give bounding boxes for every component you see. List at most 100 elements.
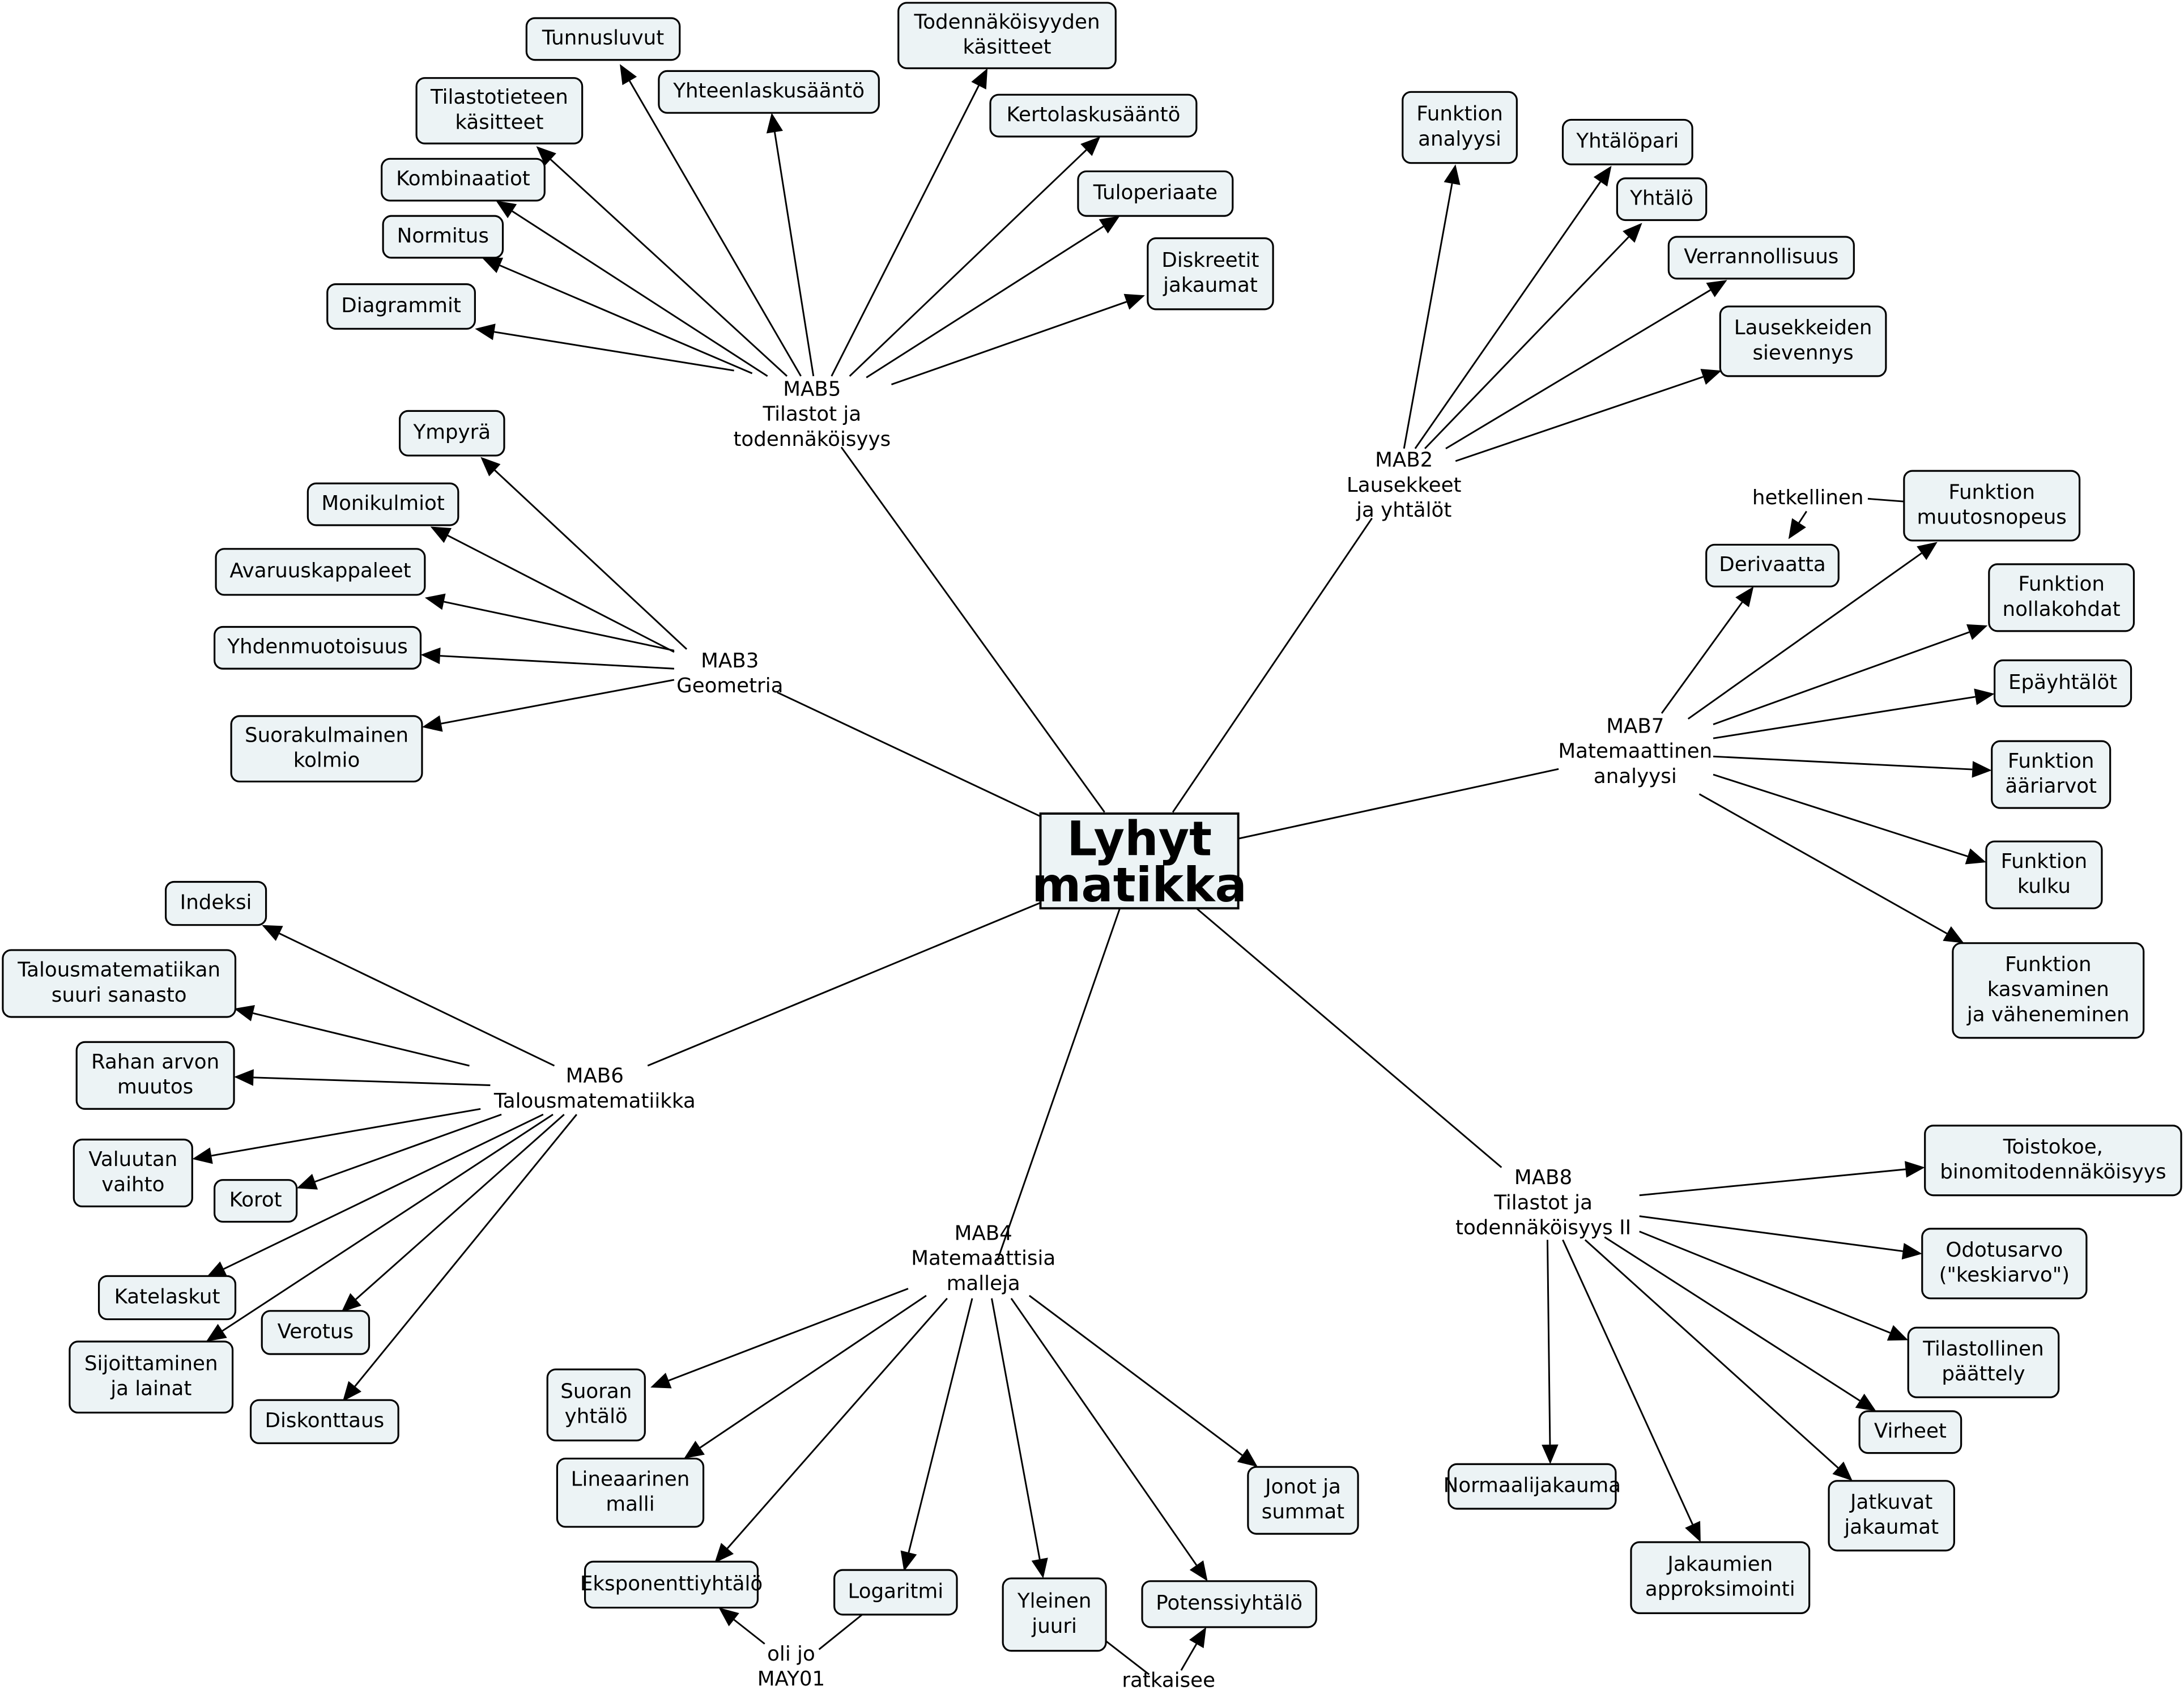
concept-node-label: Suorakulmainen: [245, 723, 408, 747]
concept-node-label: Potenssiyhtälö: [1156, 1591, 1302, 1615]
concept-node-tunnusluvut[interactable]: Tunnusluvut: [525, 17, 681, 61]
edge-mab8-odotusarvo: [1639, 1215, 1922, 1260]
connector-mab7-root: [1238, 768, 1559, 840]
concept-node-normitus[interactable]: Normitus: [382, 215, 504, 259]
concept-node-derivaatta[interactable]: Derivaatta: [1705, 543, 1840, 588]
concept-node-eksponenttiyhtalo[interactable]: Eksponenttiyhtälö: [580, 1560, 763, 1609]
concept-node-epayhtalot[interactable]: Epäyhtälöt: [1994, 659, 2132, 708]
concept-node-label: Monikulmiot: [321, 492, 444, 515]
edge-mab7-funktion-nollakohdat-line: [1713, 631, 1970, 726]
arrowhead-icon: [1972, 761, 1992, 778]
concept-node-box: [989, 93, 1198, 138]
arrowhead-icon: [1031, 1557, 1048, 1578]
concept-node-potenssiyhtalo[interactable]: Potenssiyhtälö: [1141, 1580, 1317, 1628]
concept-node-yhdenmuotoisuus[interactable]: Yhdenmuotoisuus: [214, 625, 422, 670]
concept-node-label: Jakaumien: [1666, 1552, 1773, 1576]
edge-mab5-tunnusluvut: [620, 64, 802, 377]
connector-mab4-root: [996, 908, 1121, 1261]
edge-mab6-talousmatematiikan-sanasto-line: [253, 1012, 470, 1067]
concept-node-avaruuskappaleet[interactable]: Avaruuskappaleet: [215, 548, 426, 596]
concept-node-odotusarvo[interactable]: Odotusarvo("keskiarvo"): [1921, 1228, 2088, 1300]
concept-node-logaritmi[interactable]: Logaritmi: [833, 1569, 958, 1616]
concept-node-label: Yhtälöpari: [1576, 130, 1679, 153]
concept-node-yhtalo[interactable]: Yhtälö: [1616, 177, 1708, 222]
connector-mab2-root: [1172, 517, 1373, 813]
concept-node-diagrammit[interactable]: Diagrammit: [326, 283, 476, 330]
hub-label: MAB2: [1375, 449, 1433, 472]
concept-node-toistokoe[interactable]: Toistokoe,binomitodennäköisyys: [1924, 1125, 2182, 1197]
concept-node-ympyra[interactable]: Ympyrä: [399, 410, 505, 457]
link-oli-jo-from: [818, 1614, 863, 1650]
concept-node-label: Valuutan: [88, 1148, 177, 1171]
edge-mab4-potenssiyhtalo-line: [1010, 1297, 1198, 1566]
concept-node-label: Yhteenlaskusääntö: [672, 79, 865, 103]
concept-node-katelaskut[interactable]: Katelaskut: [97, 1275, 237, 1321]
concept-node-label: Epäyhtälöt: [2008, 671, 2117, 694]
concept-node-box: [1141, 1580, 1317, 1628]
concept-node-indeksi[interactable]: Indeksi: [164, 880, 267, 926]
edge-mab4-lineaarinen-malli-line: [699, 1295, 927, 1449]
concept-node-verotus[interactable]: Verotus: [261, 1310, 371, 1355]
arrowhead-icon: [1917, 542, 1938, 560]
concept-node-label: jakaumat: [1163, 274, 1258, 297]
concept-node-korot[interactable]: Korot: [214, 1179, 298, 1223]
concept-node-box: [1448, 1463, 1617, 1510]
concept-node-box: [215, 548, 426, 596]
link-hetkellinen-from: [1867, 497, 1904, 503]
concept-node-label: approksimointi: [1645, 1578, 1795, 1601]
link-label-text: MAY01: [757, 1667, 825, 1691]
edge-mab8-virheet-line: [1604, 1236, 1861, 1402]
concept-node-box: [382, 215, 504, 259]
concept-node-box: [833, 1569, 958, 1616]
connector-mab6-root: [647, 901, 1041, 1067]
concept-node-tuloperiaate[interactable]: Tuloperiaate: [1077, 170, 1234, 217]
concept-node-yhtalopari[interactable]: Yhtälöpari: [1561, 118, 1693, 165]
concept-node-monikulmiot[interactable]: Monikulmiot: [306, 482, 459, 526]
arrowhead-icon: [430, 526, 452, 543]
concept-node-box: [658, 70, 880, 114]
concept-node-normaalijakauma[interactable]: Normaalijakauma: [1444, 1463, 1621, 1510]
concept-node-kombinaatiot[interactable]: Kombinaatiot: [381, 158, 546, 202]
concept-node-diskonttaus[interactable]: Diskonttaus: [249, 1399, 399, 1444]
concept-node-virheet[interactable]: Virheet: [1858, 1410, 1962, 1454]
concept-node-kertolaskusaanto[interactable]: Kertolaskusääntö: [989, 93, 1198, 138]
concept-node-box: [214, 625, 422, 670]
concept-node-label: Funktion: [2018, 573, 2105, 596]
link-hetkellinen-to-line: [1798, 510, 1807, 523]
concept-node-yhteenlaskusaanto[interactable]: Yhteenlaskusääntö: [658, 70, 880, 114]
edge-mab7-epayhtalot-line: [1713, 696, 1976, 739]
concept-node-verrannollisuus[interactable]: Verrannollisuus: [1667, 236, 1855, 280]
arrowhead-icon: [536, 146, 556, 166]
arrowhead-icon: [684, 1440, 705, 1459]
